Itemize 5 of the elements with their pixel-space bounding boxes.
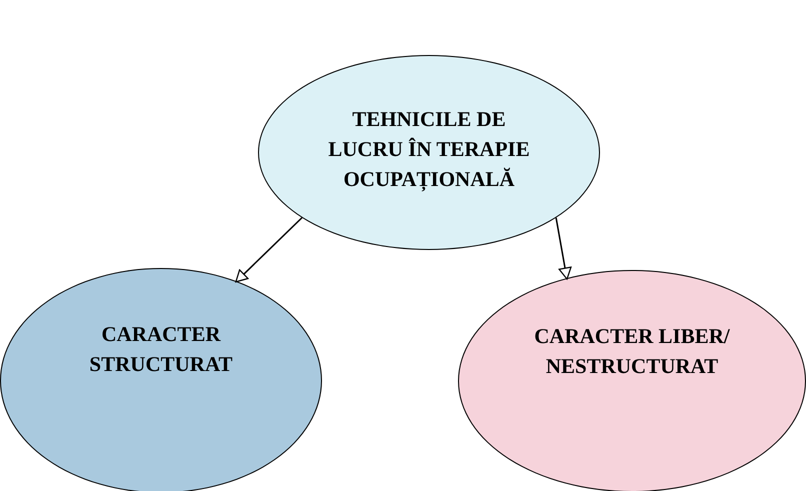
node-label: CARACTER LIBER/ NESTRUCTURAT [533,323,731,380]
node-label: TEHNICILE DE LUCRU ÎN TERAPIE OCUPAȚIONALĂ [327,106,531,194]
node-label: CARACTER STRUCTURAT [88,321,234,378]
arrow [235,217,302,282]
arrow [555,218,572,280]
